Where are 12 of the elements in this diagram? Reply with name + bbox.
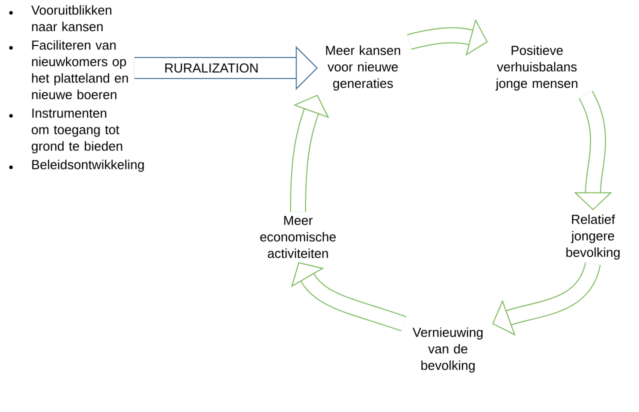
node-label: Meer economische activiteiten (260, 216, 336, 258)
node-label: Relatief jongere bevolking (566, 214, 620, 260)
bullet-item: Beleidsontwikkeling (32, 160, 144, 172)
edge-label: RURALIZATION (165, 63, 258, 73)
bullet-item: Faciliteren van nieuwkomers op het platteland en nieuwe boeren (32, 40, 128, 100)
node-label: Positieve verhuisbalans jonge mensen (496, 45, 578, 91)
bullet-item: Instrumenten om toegang tot grond te bieden (32, 108, 122, 154)
block-arrow (290, 262, 406, 332)
bullet-item: Vooruitblikken naar kansen (31, 5, 112, 32)
node-label: Meer kansen voor nieuwe generaties (326, 45, 400, 91)
block-arrow (492, 262, 601, 336)
node-label: Vernieuwing van de bevolking (412, 327, 483, 373)
